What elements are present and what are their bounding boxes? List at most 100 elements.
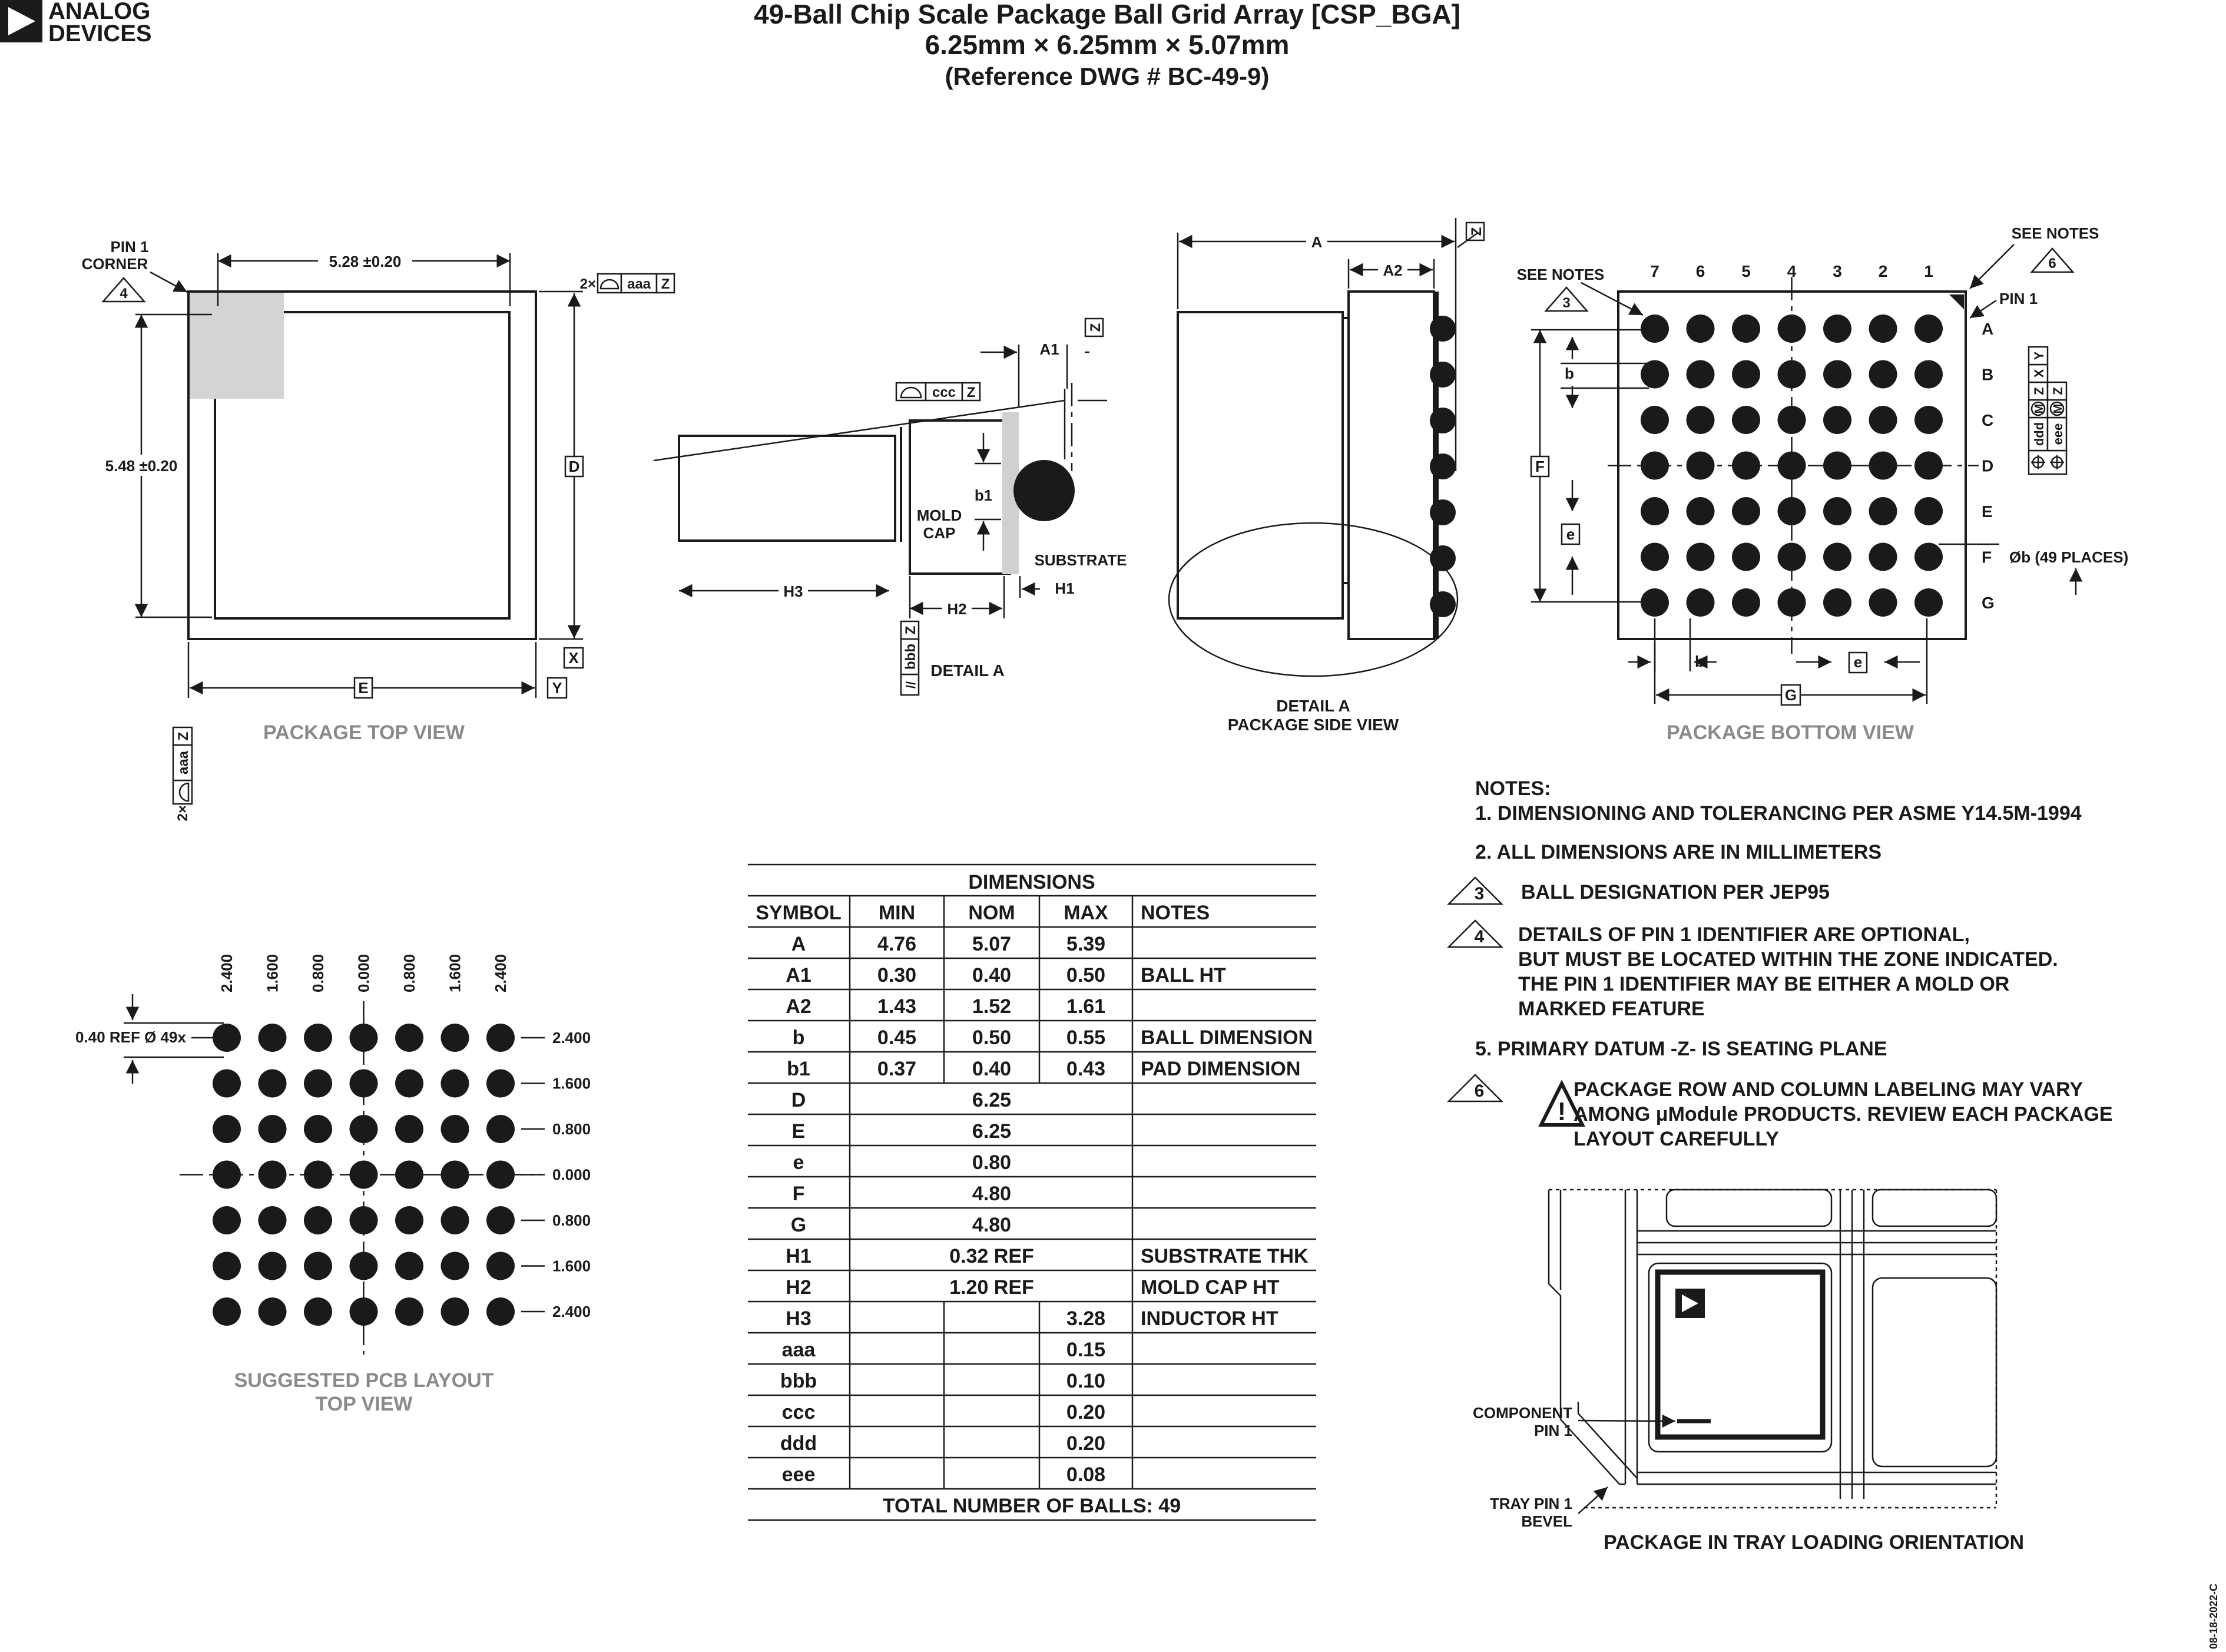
bottom-ball xyxy=(1823,360,1851,389)
pin1-marker xyxy=(1949,294,1964,309)
top-view-inner-outline xyxy=(214,311,511,620)
note-6-line3: LAYOUT CAREFULLY xyxy=(1574,1128,1779,1150)
bottom-ball xyxy=(1686,360,1715,389)
table-cell: 0.30 xyxy=(877,964,916,986)
note-6-line2: AMONG μModule PRODUCTS. REVIEW EACH PACK… xyxy=(1574,1103,2113,1125)
note-6-triangle-number: 6 xyxy=(1475,1081,1485,1101)
bottom-ball-grid xyxy=(1608,277,1979,654)
pcb-column-value: 0.800 xyxy=(309,954,327,992)
bottom-ball xyxy=(1823,406,1851,434)
bottom-ball xyxy=(1869,314,1897,343)
pcb-pad xyxy=(486,1297,515,1326)
table-cell: E xyxy=(792,1120,806,1143)
pcb-row-value: 1.600 xyxy=(552,1257,591,1275)
tol-name: aaa xyxy=(627,276,651,292)
fcf-z-1: Z xyxy=(2032,387,2046,395)
bottom-column-label: 2 xyxy=(1879,262,1888,280)
bottom-ball xyxy=(1823,314,1851,343)
substrate-label: SUBSTRATE xyxy=(1035,551,1127,569)
document-code: 08-18-2022-C xyxy=(2208,1584,2220,1649)
bottom-column-label: 7 xyxy=(1650,262,1659,280)
pcb-pad xyxy=(304,1297,332,1326)
bottom-ball xyxy=(1914,406,1943,434)
pcb-pad xyxy=(213,1297,241,1326)
pcb-pad xyxy=(440,1069,469,1098)
table-cell: 6.25 xyxy=(972,1089,1011,1111)
table-title: DIMENSIONS xyxy=(968,871,1095,893)
bottom-ball xyxy=(1869,588,1897,617)
bottom-ball xyxy=(1732,314,1760,343)
note-4-line2: BUT MUST BE LOCATED WITHIN THE ZONE INDI… xyxy=(1518,948,2058,971)
table-header: SYMBOL xyxy=(756,902,841,924)
pcb-pad xyxy=(395,1297,423,1326)
tray-bevel-label-2: BEVEL xyxy=(1521,1512,1572,1530)
pcb-pad xyxy=(486,1252,515,1280)
adi-logo-mark xyxy=(1675,1289,1705,1318)
pcb-row-value: 1.600 xyxy=(552,1075,591,1092)
fcf-m-2: M xyxy=(2052,404,2065,414)
table-cell: 0.32 REF xyxy=(949,1245,1034,1267)
bottom-ball xyxy=(1914,542,1943,571)
pcb-row-value: 0.800 xyxy=(552,1211,591,1229)
pcb-pad xyxy=(395,1069,423,1098)
tol-multiplier-rotated: 2× xyxy=(175,805,191,821)
ccc-name: ccc xyxy=(932,385,956,400)
top-view-outline xyxy=(187,290,537,640)
pcb-row-value: 2.400 xyxy=(552,1303,591,1320)
mold-cap xyxy=(909,419,1011,575)
logo-text-line2: DEVICES xyxy=(48,21,152,47)
table-cell: H3 xyxy=(786,1307,811,1330)
pin1-corner-label: PIN 1 xyxy=(110,238,148,256)
bottom-ball xyxy=(1914,314,1943,343)
a-label: A xyxy=(1311,233,1323,251)
bottom-ball xyxy=(1914,451,1943,480)
bottom-ball xyxy=(1777,360,1806,389)
pcb-pad xyxy=(486,1115,515,1143)
table-cell: INDUCTOR HT xyxy=(1141,1307,1278,1330)
tray-caption: PACKAGE IN TRAY LOADING ORIENTATION xyxy=(1604,1531,2024,1554)
h2-label: H2 xyxy=(947,600,966,618)
b1-label: b1 xyxy=(975,486,992,504)
pcb-column-value: 2.400 xyxy=(218,954,236,992)
pcb-column-value: 0.800 xyxy=(400,954,418,992)
pcb-pad xyxy=(440,1206,469,1234)
table-header: MAX xyxy=(1064,902,1108,924)
table-cell: 0.43 xyxy=(1066,1058,1105,1080)
tray-bevel-label: TRAY PIN 1 xyxy=(1490,1495,1572,1512)
table-cell: 0.55 xyxy=(1066,1027,1105,1049)
table-cell: eee xyxy=(782,1464,816,1486)
g-label: G xyxy=(1785,686,1797,704)
fcf-y: Y xyxy=(2032,351,2046,360)
table-footer: TOTAL NUMBER OF BALLS: 49 xyxy=(883,1495,1181,1517)
table-cell: H2 xyxy=(786,1276,811,1299)
pcb-pad xyxy=(395,1024,423,1052)
pcb-pad-grid xyxy=(180,1001,542,1355)
see-notes-6: SEE NOTES xyxy=(2012,224,2099,242)
bottom-ball xyxy=(1777,497,1806,525)
solder-ball xyxy=(1013,460,1075,521)
pcb-caption-2: TOP VIEW xyxy=(315,1393,413,1415)
bbb-parallel-symbol: // xyxy=(903,681,918,688)
bottom-ball xyxy=(1732,588,1760,617)
tol-datum: Z xyxy=(661,276,670,292)
pcb-pad xyxy=(304,1252,332,1280)
table-cell: 5.39 xyxy=(1066,933,1105,955)
bottom-ball xyxy=(1914,588,1943,617)
h3-label: H3 xyxy=(783,582,803,600)
note-4-number: 4 xyxy=(120,286,128,302)
table-cell: A1 xyxy=(786,964,811,986)
bottom-ball xyxy=(1686,406,1715,434)
detail-a-view: A1 Z ccc Z b1 MOLD CAP SUBSTRATE H3 H2 xyxy=(653,317,1127,696)
table-cell: 0.37 xyxy=(877,1058,916,1080)
detail-a-caption: DETAIL A xyxy=(930,661,1004,680)
bottom-ball xyxy=(1641,497,1669,525)
e-label-vertical: e xyxy=(1566,525,1575,543)
pcb-pad xyxy=(213,1024,241,1052)
side-caption: DETAIL A xyxy=(1276,697,1350,715)
bbb-datum: Z xyxy=(903,626,919,635)
